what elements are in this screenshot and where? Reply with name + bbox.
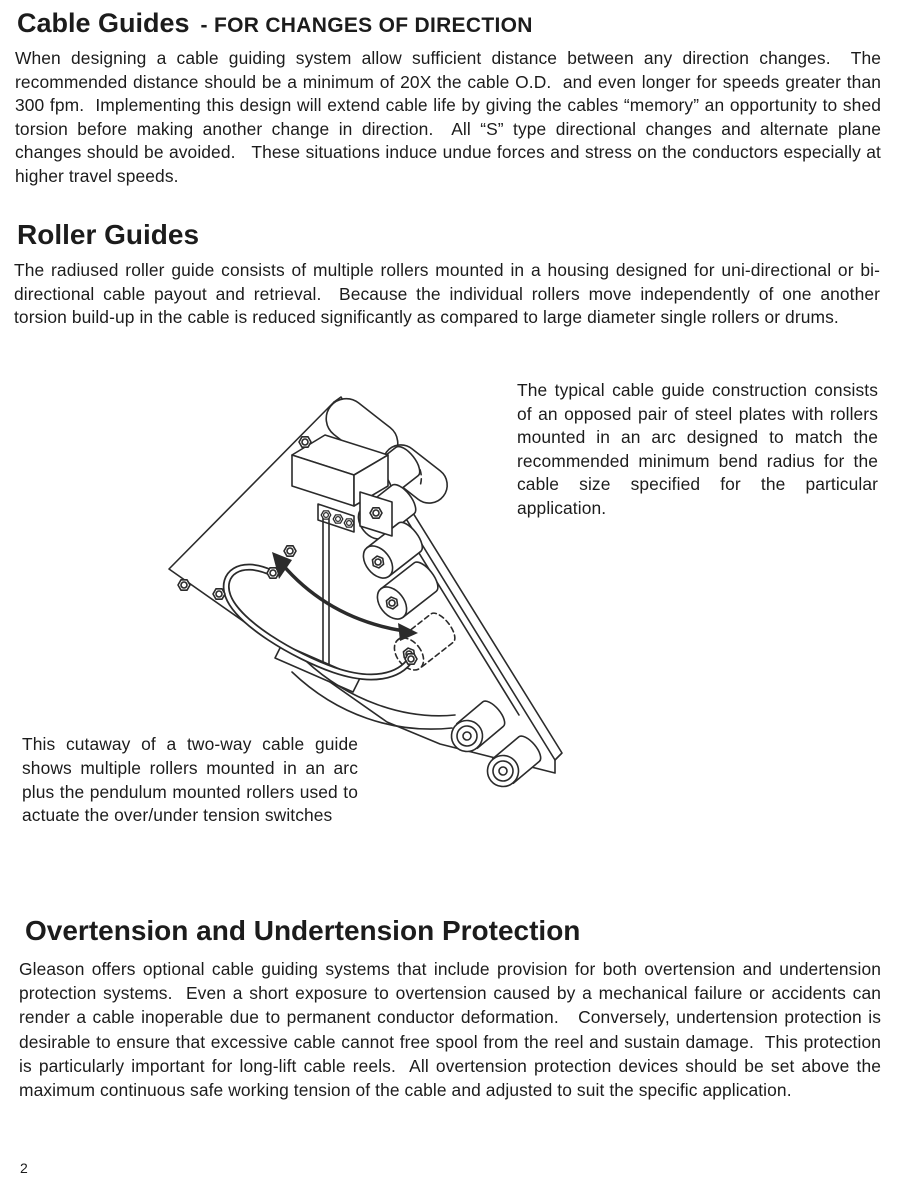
page-title-suffix: - FOR CHANGES OF DIRECTION [200,14,533,37]
roller-guides-paragraph: The radiused roller guide consists of mu… [14,260,880,328]
overtension-paragraph: Gleason offers optional cable guiding sy… [19,959,881,1101]
page-title: Cable Guides - FOR CHANGES OF DIRECTION [17,8,533,39]
figure-caption: This cutaway of a two-way cable guide sh… [22,734,358,826]
page-title-main: Cable Guides [17,8,190,38]
cable-guides-paragraph: When designing a cable guiding system al… [15,48,881,186]
overtension-heading: Overtension and Undertension Protection [25,915,581,946]
roller-guides-heading: Roller Guides [17,219,200,250]
cable-guide-cutaway-figure [168,396,563,788]
figure-side-text: The typical cable guide construction con… [517,380,878,518]
page-number: 2 [20,1160,28,1176]
